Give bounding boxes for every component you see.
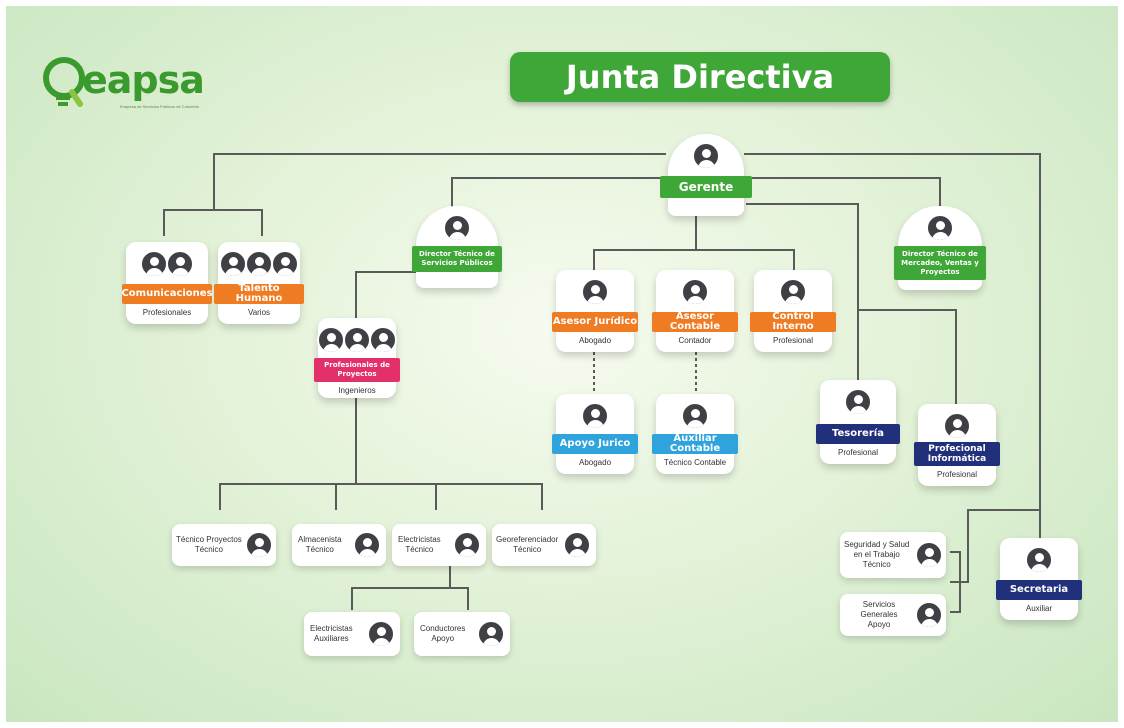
person-icon [453, 531, 481, 559]
node-label: Electricistas Auxiliares [310, 624, 353, 643]
connector-lines [163, 153, 1041, 613]
node-sub: Profesional [772, 336, 814, 345]
org-chart-canvas: eapsa Empresa de Servicios Públicos de C… [6, 6, 1118, 722]
line-asesores-split [593, 249, 795, 274]
node-asesor-contable: Asesor Contable Contador [652, 270, 738, 352]
node-electricistas-auxiliares: Electricistas Auxiliares [304, 612, 400, 656]
node-label: Servicios Generales Apoyo [860, 600, 898, 629]
person-icon [140, 250, 168, 278]
line-dirserv-profproy [355, 271, 424, 318]
person-icon [779, 278, 807, 306]
person-icon [245, 250, 273, 278]
node-servicios-generales: Servicios Generales Apoyo [840, 594, 946, 636]
logo-subtitle: Empresa de Servicios Públicos de Colombi… [120, 104, 199, 109]
node-label: Director Técnico de Servicios Públicos [412, 246, 502, 272]
logo-text: eapsa [82, 58, 205, 102]
node-sub: Abogado [578, 336, 612, 345]
person-icon [926, 214, 954, 242]
node-label: Talento Humano [214, 284, 304, 304]
node-label: Profecional Informática [914, 442, 1000, 466]
node-label: Electricistas Técnico [398, 535, 441, 554]
person-icon [166, 250, 194, 278]
person-icon [1025, 546, 1053, 574]
person-icon [477, 620, 505, 648]
node-control-interno: Control Interno Profesional [750, 270, 836, 352]
node-director-mercadeo: Director Técnico de Mercadeo, Ventas y P… [894, 206, 986, 290]
person-icon [581, 278, 609, 306]
node-label: Georeferenciador Técnico [496, 535, 559, 554]
node-comunicaciones: Comunicaciones Profesionales [121, 242, 213, 324]
node-label: Control Interno [750, 312, 836, 332]
node-label: Técnico Proyectos Técnico [176, 535, 242, 554]
person-icon [681, 402, 709, 430]
node-label: Asesor Jurídico [552, 312, 638, 332]
node-sub: Profesional [837, 448, 879, 457]
person-icon [245, 531, 273, 559]
line-gerente-comms [213, 153, 666, 210]
person-icon [369, 326, 397, 354]
person-icon [915, 541, 943, 569]
node-profesional-informatica: Profecional Informática Profesional [914, 404, 1000, 486]
person-icon [563, 531, 591, 559]
node-tesoreria: Tesorería Profesional [816, 380, 900, 464]
logo-bulb-icon [43, 57, 85, 107]
person-icon [271, 250, 299, 278]
person-icon [581, 402, 609, 430]
node-sub: Auxiliar [1025, 604, 1053, 613]
person-icon [353, 531, 381, 559]
person-icon [844, 388, 872, 416]
line-gerente-secretaria [744, 153, 1041, 542]
node-label: Auxiliar Contable [652, 434, 738, 454]
person-icon [943, 412, 971, 440]
person-icon [443, 214, 471, 242]
node-sub: Varios [247, 308, 271, 317]
company-logo: eapsa Empresa de Servicios Públicos de C… [42, 54, 232, 114]
person-icon [219, 250, 247, 278]
node-asesor-juridico: Asesor Jurídico Abogado [552, 270, 638, 352]
node-label: Gerente [660, 176, 752, 198]
node-seguridad-salud: Seguridad y Salud en el Trabajo Técnico [840, 532, 946, 578]
person-icon [681, 278, 709, 306]
node-sub: Abogado [578, 458, 612, 467]
node-tecnico-proyectos: Técnico Proyectos Técnico [172, 524, 276, 566]
node-label: Comunicaciones [121, 284, 213, 304]
node-sub: Profesionales [142, 308, 192, 317]
node-label: Director Técnico de Mercadeo, Ventas y P… [894, 246, 986, 280]
line-mercadeo-informatica [858, 309, 957, 406]
node-label: Secretaria [996, 580, 1082, 600]
node-label: Profesionales de Proyectos [314, 358, 400, 382]
person-icon [367, 620, 395, 648]
node-label: Tesorería [816, 424, 900, 444]
person-icon [343, 326, 371, 354]
node-label: Apoyo Jurico [552, 434, 638, 454]
node-conductores: Conductores Apoyo [414, 612, 510, 656]
line-gerente-tesoreria [746, 203, 859, 384]
node-gerente: Gerente [660, 134, 752, 216]
node-almacenista: Almacenista Técnico [292, 524, 386, 566]
node-sub: Técnico Contable [663, 458, 727, 467]
person-icon [692, 142, 720, 170]
junta-directiva-header: Junta Directiva [510, 52, 890, 102]
node-profesionales-proyectos: Profesionales de Proyectos Ingenieros [314, 318, 400, 398]
node-label: Almacenista Técnico [298, 535, 342, 554]
node-label: Seguridad y Salud en el Trabajo Técnico [844, 540, 910, 569]
node-director-servicios: Director Técnico de Servicios Públicos [412, 206, 502, 288]
line-tech-split [219, 483, 543, 510]
node-talento-humano: Talento Humano Varios [214, 242, 304, 324]
node-sub: Ingenieros [338, 386, 376, 395]
line-gerente-dirmerc [746, 177, 941, 210]
node-secretaria: Secretaria Auxiliar [996, 538, 1082, 620]
node-label: Conductores Apoyo [420, 624, 466, 643]
line-comms-split [163, 209, 263, 236]
node-electricistas-tecnico: Electricistas Técnico [392, 524, 486, 566]
person-icon [915, 601, 943, 629]
node-sub: Contador [678, 336, 712, 345]
person-icon [317, 326, 345, 354]
node-georeferenciador: Georeferenciador Técnico [492, 524, 596, 566]
node-sub: Profesional [936, 470, 978, 479]
node-apoyo-juridico: Apoyo Jurico Abogado [552, 394, 638, 474]
node-auxiliar-contable: Auxiliar Contable Técnico Contable [652, 394, 738, 474]
line-gerente-dirs [451, 177, 664, 210]
node-label: Asesor Contable [652, 312, 738, 332]
